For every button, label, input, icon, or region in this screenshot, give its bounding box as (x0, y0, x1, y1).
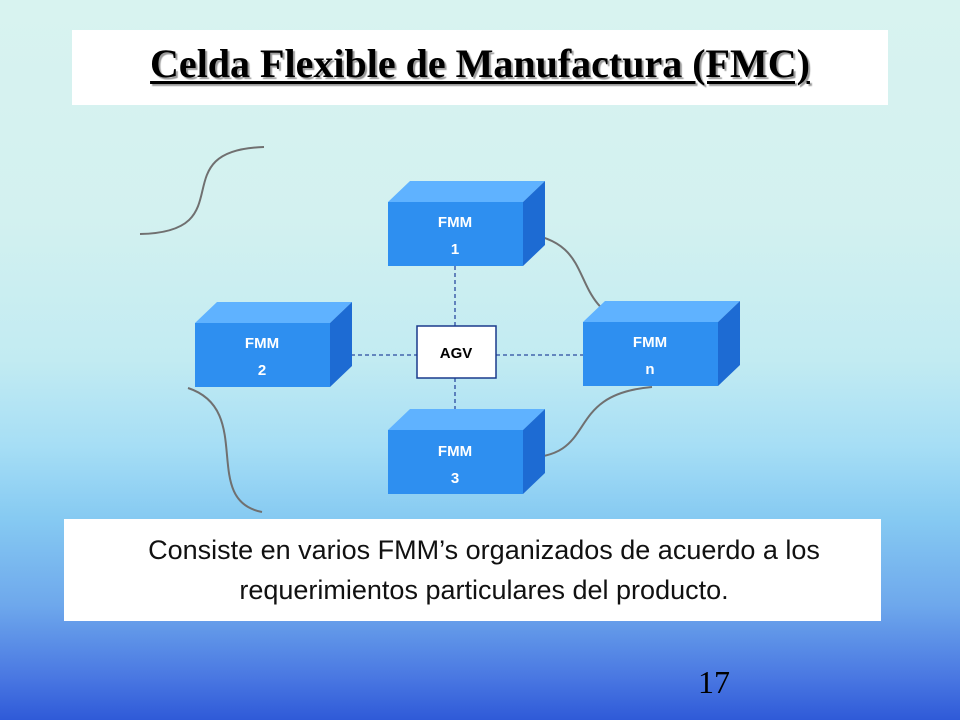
page-title: Celda Flexible de Manufactura (FMC) (150, 41, 810, 86)
box-front-face (195, 323, 330, 387)
page-number: 17 (698, 664, 730, 700)
description-text: Consiste en varios FMM’s organizados de … (148, 535, 820, 605)
fmm-1-label-line2: 1 (451, 241, 459, 258)
fmm-n-label-line1: FMM (633, 334, 667, 351)
box-side-face (718, 301, 740, 386)
box-front-face (388, 202, 523, 266)
box-side-face (523, 409, 545, 494)
fmm-box-n: FMM n (583, 301, 740, 386)
fmm-3-label-line1: FMM (438, 443, 472, 460)
agv-box: AGV (416, 325, 497, 379)
box-side-face (330, 302, 352, 387)
fmm-box-2: FMM 2 (195, 302, 352, 387)
fmm-box-3: FMM 3 (388, 409, 545, 494)
fmm-box-1: FMM 1 (388, 181, 545, 266)
arc-right-lower (521, 386, 653, 459)
box-top-face (388, 181, 545, 202)
fmm-n-label-line2: n (645, 361, 654, 378)
box-top-face (388, 409, 545, 430)
box-top-face (195, 302, 352, 323)
arc-bottom-left (187, 387, 263, 513)
agv-label: AGV (440, 345, 473, 362)
description-box (64, 519, 881, 621)
title-banner (72, 30, 888, 105)
agv-frame (416, 325, 497, 379)
box-front-face (583, 322, 718, 386)
fmm-2-label-line2: 2 (258, 362, 266, 379)
box-front-face (388, 430, 523, 494)
fmm-3-label-line2: 3 (451, 470, 459, 487)
fmm-2-label-line1: FMM (245, 335, 279, 352)
arc-top-left (139, 146, 265, 235)
fmm-1-label-line1: FMM (438, 214, 472, 231)
box-side-face (523, 181, 545, 266)
box-top-face (583, 301, 740, 322)
